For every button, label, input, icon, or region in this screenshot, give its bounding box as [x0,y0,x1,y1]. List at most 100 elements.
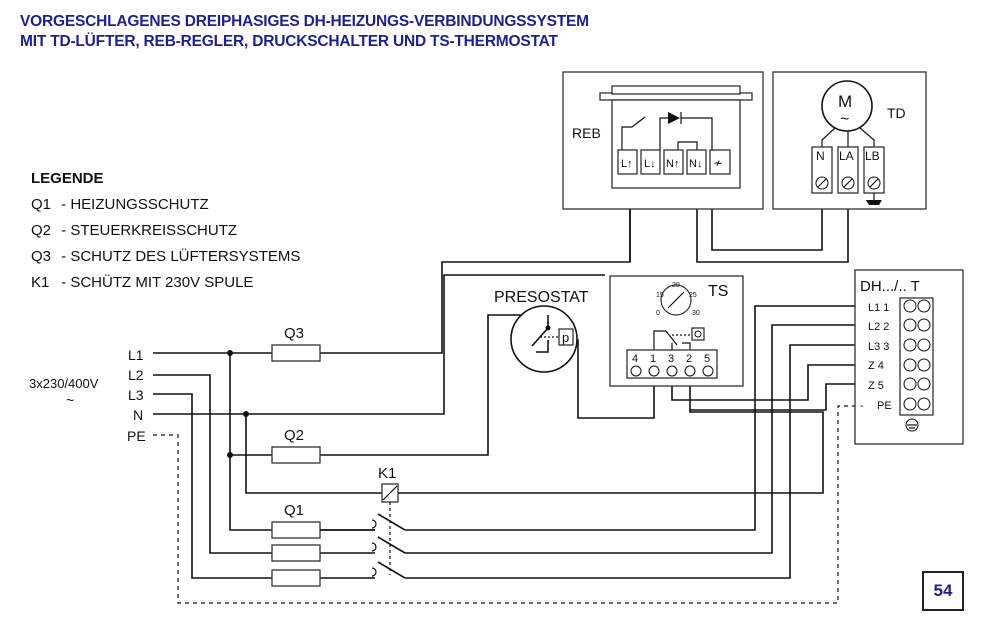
dh-screw [917,377,931,391]
dh-screw [917,338,931,352]
presostat-label: PRESOSTAT [494,289,589,306]
dh-screw [903,338,917,352]
q1-fuses: Q1 [271,502,321,587]
ts-internal-1 [653,330,666,350]
q2-fuse-body [271,446,321,464]
dh-row-label: PE [877,400,892,412]
reb-switch [631,116,646,128]
wire-reb-la [696,176,849,263]
dh-title: DH.../.. T [860,278,920,295]
ts-scale-25: 25 [689,292,697,299]
presostat-p-box [558,328,574,346]
wire-pe [153,405,855,604]
dh-terminal-strip [899,297,934,416]
k1-contact-arc [371,519,377,529]
legend-text: - SCHUTZ DES LÜFTERSYSTEMS [61,248,301,265]
dh-screw [917,358,931,372]
supply-voltage: 3x230/400V [29,376,99,391]
conductors [153,176,866,604]
ts-thermostat: TS 20 15 25 0 30 4 1 3 2 5 [609,275,744,387]
motor-wire-n [821,127,836,147]
wire-dh-z5-ts [690,383,866,411]
legend-item: K1 - SCHÜTZ MIT 230V SPULE [31,270,300,296]
reb-internal [621,126,632,150]
motor-icon [821,80,873,132]
ts-screw [666,365,678,377]
legend-item: Q1 - HEIZUNGSSCHUTZ [31,192,300,218]
k1-contact-arc [371,567,377,577]
td-screw-slot [843,178,853,188]
dh-row-label: L1 1 [868,302,889,314]
td-label: TD [887,105,906,121]
reb-terminal [709,149,731,175]
legend-title: LEGENDE [31,170,104,187]
dh-row-label: Z 4 [868,360,884,372]
presostat-body [510,305,578,373]
reb-terminal-label: L↓ [644,158,656,170]
page-number: 54 [922,571,964,611]
td-terminal-label: LB [865,149,880,163]
q1-fuse-l1 [271,521,321,539]
wire-q2-to-presostat [320,314,548,456]
reb-terminal-label: ≁ [713,156,723,170]
ts-terminals: 4 1 3 2 5 [630,353,714,377]
reb-terminal [686,149,707,175]
label-l3: L3 [128,387,144,403]
motor-wire-lb [859,127,875,147]
wire-ts-to-k1 [398,375,824,494]
dh-heater: DH.../.. T L1 1 L2 2 L3 3 Z 4 Z 5 - PE [854,269,964,445]
ts-screw [684,365,696,377]
legend-code: Q2 [31,222,52,239]
legend-text: - SCHÜTZ MIT 230V SPULE [61,274,254,291]
k1-contact-2 [377,536,406,554]
presostat-contact [536,340,549,353]
dh-screw [917,299,931,313]
dh-pe-dash: - [860,400,864,412]
wire-dh-z4-ts [671,364,866,401]
wire-n-to-k1 [245,414,382,494]
k1-label: K1 [378,465,396,482]
ts-scale-20: 20 [672,282,680,289]
q1-label: Q1 [284,502,304,519]
reb-internal-3 [681,117,713,150]
ground-icon [866,200,882,205]
supply-ac-symbol: ~ [66,392,74,408]
diagram-title: VORGESCHLAGENES DREIPHASIGES DH-HEIZUNGS… [20,12,589,52]
reb-terminal-label: N↑ [666,158,679,170]
ts-screw [648,365,660,377]
ts-switch [665,330,678,346]
td-terminal-label: N [816,149,825,163]
dh-row-label: Z 5 [868,380,884,392]
dh-row-label: L3 3 [868,341,889,353]
dh-screw [903,318,917,332]
ts-terminal-label: 3 [668,353,674,365]
ts-sensor-icon [694,330,702,338]
motor-letter: M [838,92,852,111]
wire-reb-n [711,176,823,251]
k1-contact-3 [377,561,406,579]
ts-internal-2 [682,342,691,350]
supply-labels: 3x230/400V ~ L1 L2 L3 N PE [29,347,146,444]
q3-label: Q3 [284,325,304,342]
label-n: N [133,407,143,423]
ts-scale-0: 0 [656,310,660,317]
ts-terminal-label: 4 [632,353,638,365]
dh-screw [903,397,917,411]
reb-top [611,85,741,95]
td-fan: TD M ~ N LA LB [772,71,927,210]
reb-terminal [663,149,684,175]
k1-contact-arc [371,542,377,552]
q1-fuse-l2 [271,544,321,562]
q1-fuse-l3 [271,569,321,587]
td-screw-slot [869,178,879,188]
q2-label: Q2 [284,427,304,444]
wire-l3 [153,393,272,579]
reb-internal-2 [659,117,668,150]
ts-scale-30: 30 [692,310,700,317]
reb-terminal [640,149,661,175]
ts-terminal-label: 2 [686,353,692,365]
dh-terminal-rows: L1 1 L2 2 L3 3 Z 4 Z 5 - PE [860,302,892,412]
reb-diode [668,112,680,124]
dh-screw [903,358,917,372]
